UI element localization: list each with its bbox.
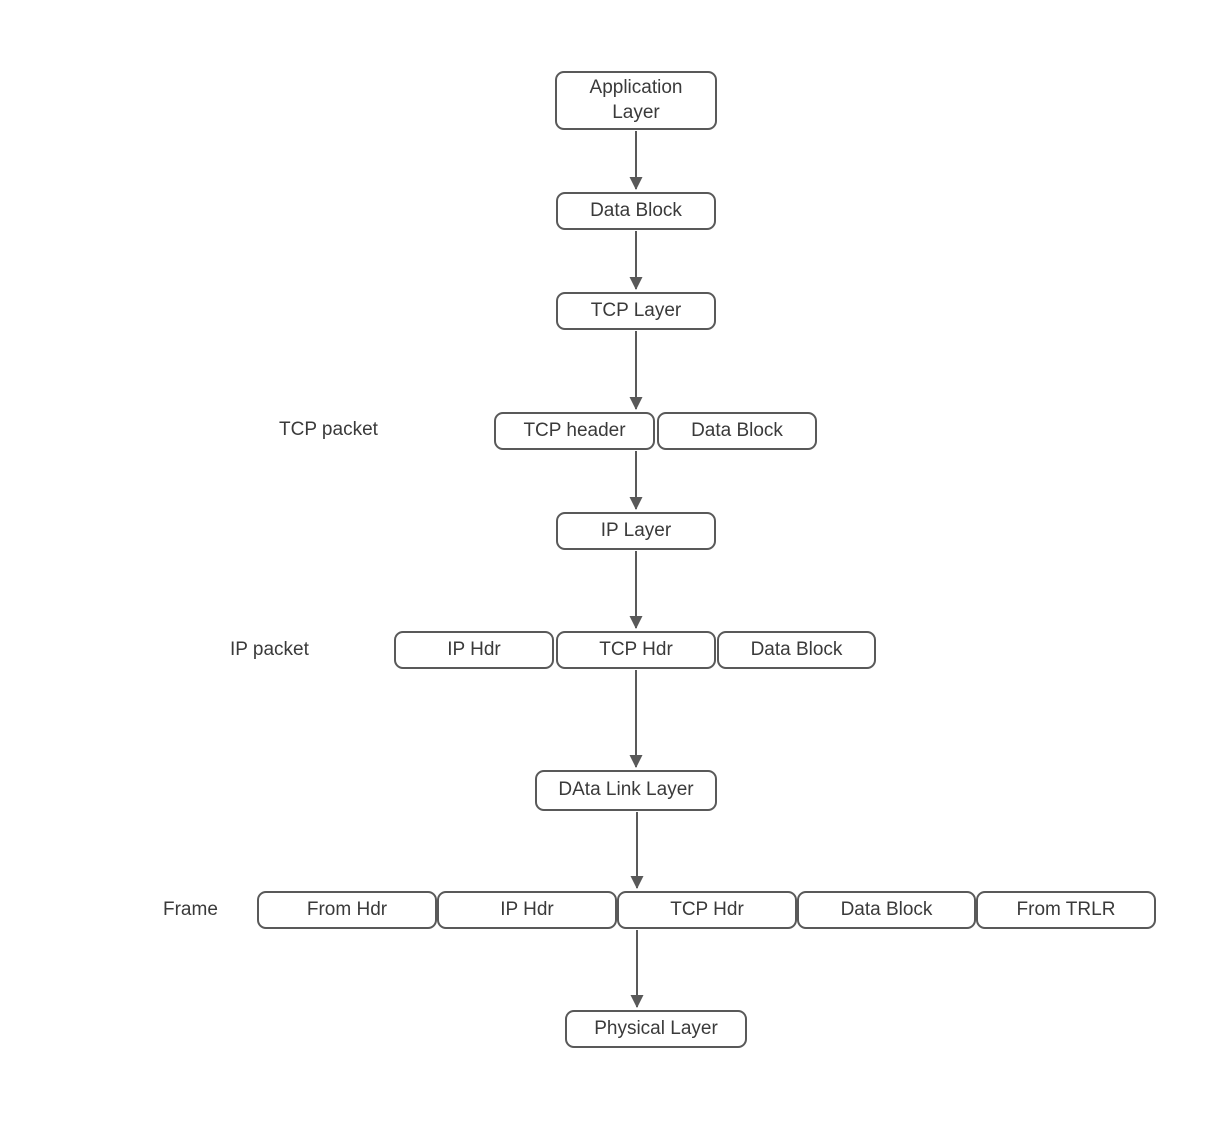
node-ip-hdr: IP Hdr: [437, 891, 617, 929]
node-tcp-header: TCP header: [494, 412, 655, 450]
row-label-tcp-packet: TCP packet: [279, 419, 378, 440]
node-physical-layer: Physical Layer: [565, 1010, 747, 1048]
node-ip-layer: IP Layer: [556, 512, 716, 550]
node-data-link-layer: DAta Link Layer: [535, 770, 717, 811]
node-data-block: Data Block: [797, 891, 976, 929]
node-data-block: Data Block: [657, 412, 817, 450]
row-label-frame: Frame: [163, 899, 218, 920]
node-from-trlr: From TRLR: [976, 891, 1156, 929]
row-label-ip-packet: IP packet: [230, 639, 309, 660]
node-from-hdr: From Hdr: [257, 891, 437, 929]
node-tcp-hdr: TCP Hdr: [556, 631, 716, 669]
node-tcp-hdr: TCP Hdr: [617, 891, 797, 929]
node-tcp-layer: TCP Layer: [556, 292, 716, 330]
node-data-block: Data Block: [717, 631, 876, 669]
node-ip-hdr: IP Hdr: [394, 631, 554, 669]
node-data-block: Data Block: [556, 192, 716, 230]
node-application-layer: Application Layer: [555, 71, 717, 130]
